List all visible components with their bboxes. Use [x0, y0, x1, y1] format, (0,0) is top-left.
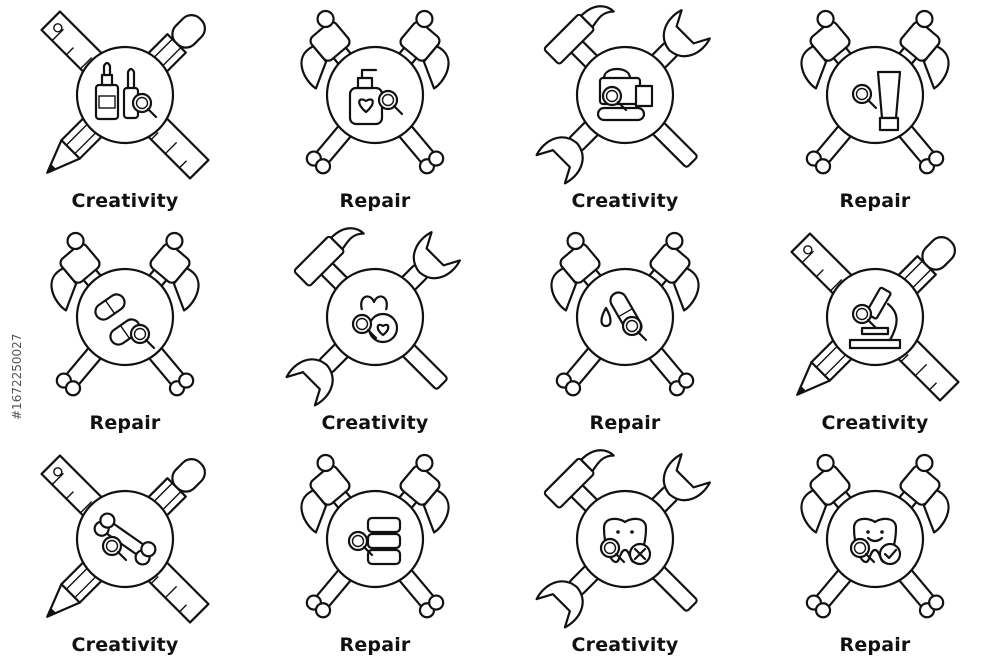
icon-tile: Repair — [750, 444, 1000, 666]
axes-test-tube-drop-icon — [550, 231, 700, 397]
tile-label: Creativity — [571, 634, 679, 656]
icon-tile: Creativity — [0, 0, 250, 222]
icon-tile: Creativity — [750, 222, 1000, 444]
tile-label: Creativity — [71, 190, 179, 212]
hammer-wrench-herbal-heart-icon — [285, 227, 461, 407]
icon-tile: Creativity — [500, 0, 750, 222]
icon-tile: Repair — [250, 444, 500, 666]
stock-id-text: #1672250027 — [10, 333, 24, 420]
tile-label: Repair — [89, 412, 161, 434]
tile-label: Creativity — [821, 412, 929, 434]
tile-label: Creativity — [71, 634, 179, 656]
icon-tile: Repair — [250, 0, 500, 222]
tile-label: Creativity — [571, 190, 679, 212]
axes-battery-cells-icon — [300, 453, 450, 619]
icon-tile: Repair — [0, 222, 250, 444]
tile-label: Creativity — [321, 412, 429, 434]
tile-label: Repair — [339, 634, 411, 656]
tile-label: Repair — [839, 634, 911, 656]
icon-tile: Repair — [750, 0, 1000, 222]
ruler-pencil-dropper-bottles-icon — [40, 10, 210, 180]
axes-capsules-icon — [50, 231, 200, 397]
axes-cream-tube-icon — [800, 9, 950, 175]
ruler-pencil-microscope-icon — [790, 232, 960, 402]
hammer-wrench-medicine-bag-icon — [535, 5, 711, 185]
icon-tile: Repair — [500, 222, 750, 444]
ruler-pencil-bone-icon — [40, 454, 210, 624]
hammer-wrench-sad-tooth-cross-icon — [535, 449, 711, 629]
tile-label: Repair — [589, 412, 661, 434]
tile-label: Repair — [839, 190, 911, 212]
icon-tile: Creativity — [250, 222, 500, 444]
tile-label: Repair — [339, 190, 411, 212]
axes-spray-bottle-heart-icon — [300, 9, 450, 175]
axes-happy-tooth-check-icon — [800, 453, 950, 619]
icon-tile: Creativity — [0, 444, 250, 666]
icon-tile: Creativity — [500, 444, 750, 666]
